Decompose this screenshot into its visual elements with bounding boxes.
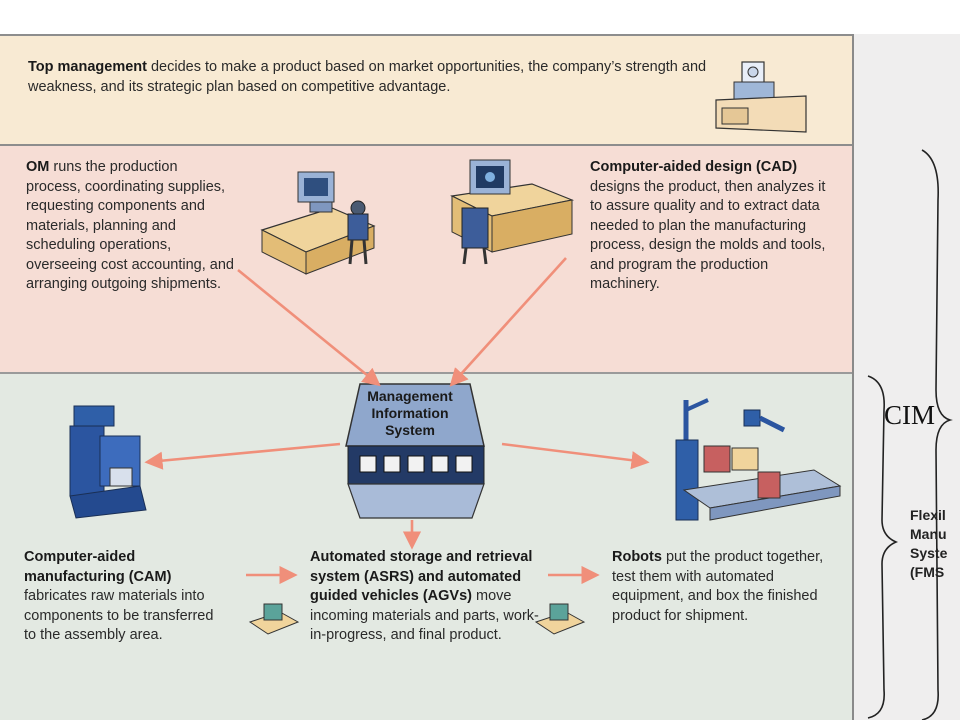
top-management-rest: decides to make a product based on marke…: [28, 59, 707, 95]
asrs-text: Automated storage and retrieval system (…: [310, 548, 540, 646]
om-bold: OM: [26, 159, 50, 175]
arrow-mis-to-robots: [501, 442, 650, 470]
top-management-band: [0, 34, 852, 146]
cam-rest: fabricates raw materials into components…: [24, 588, 214, 643]
flow-arrows: [144, 257, 650, 585]
fms-label: Flexil Manu Syste (FMS: [910, 507, 948, 580]
cim-label: CIM: [884, 400, 936, 430]
asrs-bold: Automated storage and retrieval system (…: [310, 549, 533, 604]
mis-console-icon: [345, 383, 485, 519]
om-rest: runs the production process, coordinatin…: [26, 159, 234, 292]
cad-workstation-icon: [450, 159, 575, 265]
cam-bold: Computer-aided manufacturing (CAM): [24, 549, 172, 585]
arrow-cad-to-mis: [449, 257, 567, 387]
cam-text: Computer-aided manufacturing (CAM) fabri…: [24, 548, 229, 646]
top-management-bold: Top management: [28, 59, 147, 75]
arrow-mis-to-cam: [144, 442, 341, 470]
robots-bold: Robots: [612, 549, 662, 565]
cam-machine-icon: [69, 405, 147, 519]
om-text: OM runs the production process, coordina…: [26, 158, 236, 295]
diagram-frame: [0, 34, 854, 720]
agv-cart-icon-right: [534, 603, 586, 635]
manager-desk-icon: [715, 61, 807, 133]
fms-brace: [867, 375, 899, 719]
mis-label: Management Information System: [367, 388, 453, 438]
robot-assembly-icon: [675, 398, 842, 521]
cad-text: Computer-aided design (CAD) designs the …: [590, 158, 835, 295]
operations-band: [0, 146, 852, 374]
top-management-text: Top management decides to make a product…: [28, 58, 708, 97]
cad-bold: Computer-aided design (CAD): [590, 159, 798, 175]
arrow-om-to-mis: [237, 268, 381, 387]
cad-rest: designs the product, then analyzes it to…: [590, 178, 826, 293]
robots-rest: put the product together, test them with…: [612, 549, 824, 624]
om-computer-desk-icon: [260, 171, 376, 275]
agv-cart-icon-left: [248, 603, 300, 635]
cim-brace: [921, 149, 953, 720]
robots-text: Robots put the product together, test th…: [612, 548, 827, 626]
asrs-rest: move incoming materials and parts, work-…: [310, 588, 539, 643]
